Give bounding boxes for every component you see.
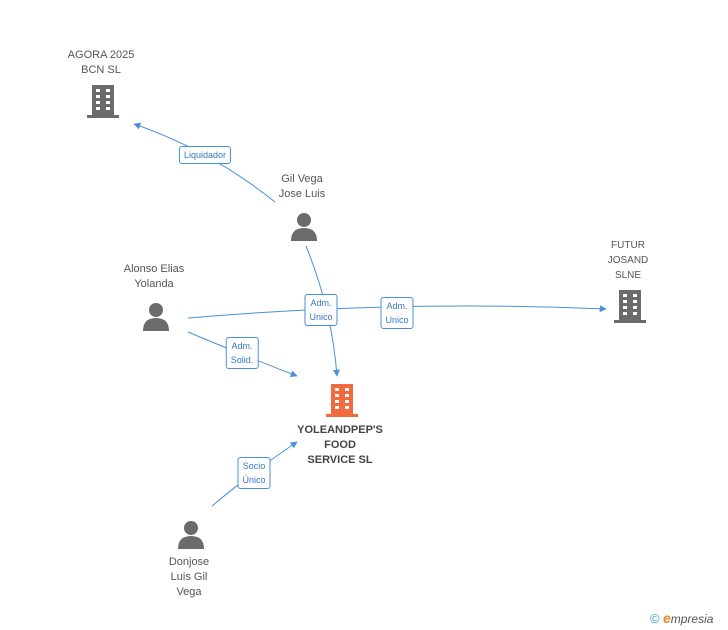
person-icon[interactable] <box>289 211 319 241</box>
badge-line: Socio <box>242 461 266 471</box>
label-line: Jose Luis <box>278 188 326 200</box>
label-line: Vega <box>176 586 202 598</box>
label-line: SERVICE SL <box>307 454 373 466</box>
node-label-agora: AGORA 2025 BCN SL <box>68 48 135 78</box>
badge-line: Unico <box>309 312 333 322</box>
label-line: JOSAND <box>607 255 649 266</box>
badge-line: Único <box>242 475 266 485</box>
building-icon[interactable] <box>613 288 647 324</box>
badge-adm-unico-futur[interactable]: Adm. Unico <box>380 297 414 329</box>
person-icon[interactable] <box>141 301 171 331</box>
badge-line: Adm. <box>310 298 332 308</box>
label-line: FOOD <box>324 439 356 451</box>
badge-socio-unico[interactable]: Socio Único <box>237 457 271 489</box>
copyright-icon: © <box>650 611 660 626</box>
person-icon[interactable] <box>176 519 206 549</box>
label-line: Donjose <box>168 556 210 568</box>
building-icon-main[interactable] <box>325 382 359 418</box>
label-line: SLNE <box>614 270 642 281</box>
label-line: Gil Vega <box>281 173 323 185</box>
badge-line: Solid. <box>230 355 254 365</box>
node-label-gil-vega: Gil Vega Jose Luis <box>279 172 325 202</box>
label-line: AGORA 2025 <box>67 49 135 61</box>
building-icon[interactable] <box>86 83 120 119</box>
label-line: YOLEANDPEP'S <box>297 424 383 436</box>
badge-line: Unico <box>385 315 409 325</box>
badge-adm-solid[interactable]: Adm. Solid. <box>225 337 259 369</box>
node-label-main-company[interactable]: YOLEANDPEP'S FOOD SERVICE SL <box>297 423 383 468</box>
node-label-alonso: Alonso Elias Yolanda <box>124 262 185 292</box>
badge-line: Liquidador <box>183 150 227 160</box>
brand-logo-e: e <box>662 610 671 626</box>
node-label-donjose: Donjose Luis Gil Vega <box>169 555 209 600</box>
badge-adm-unico-main[interactable]: Adm. Unico <box>304 294 338 326</box>
node-label-futur: FUTUR JOSAND SLNE <box>608 238 649 283</box>
label-line: Yolanda <box>134 278 174 290</box>
footer-brand[interactable]: © empresia <box>650 610 713 626</box>
badge-line: Adm. <box>231 341 253 351</box>
brand-name: mpresia <box>670 612 714 626</box>
label-line: BCN SL <box>81 64 121 76</box>
label-line: Luis Gil <box>170 571 208 583</box>
label-line: Alonso Elias <box>123 263 185 275</box>
badge-line: Adm. <box>386 301 408 311</box>
badge-liquidador[interactable]: Liquidador <box>178 146 232 164</box>
label-line: FUTUR <box>611 240 645 251</box>
